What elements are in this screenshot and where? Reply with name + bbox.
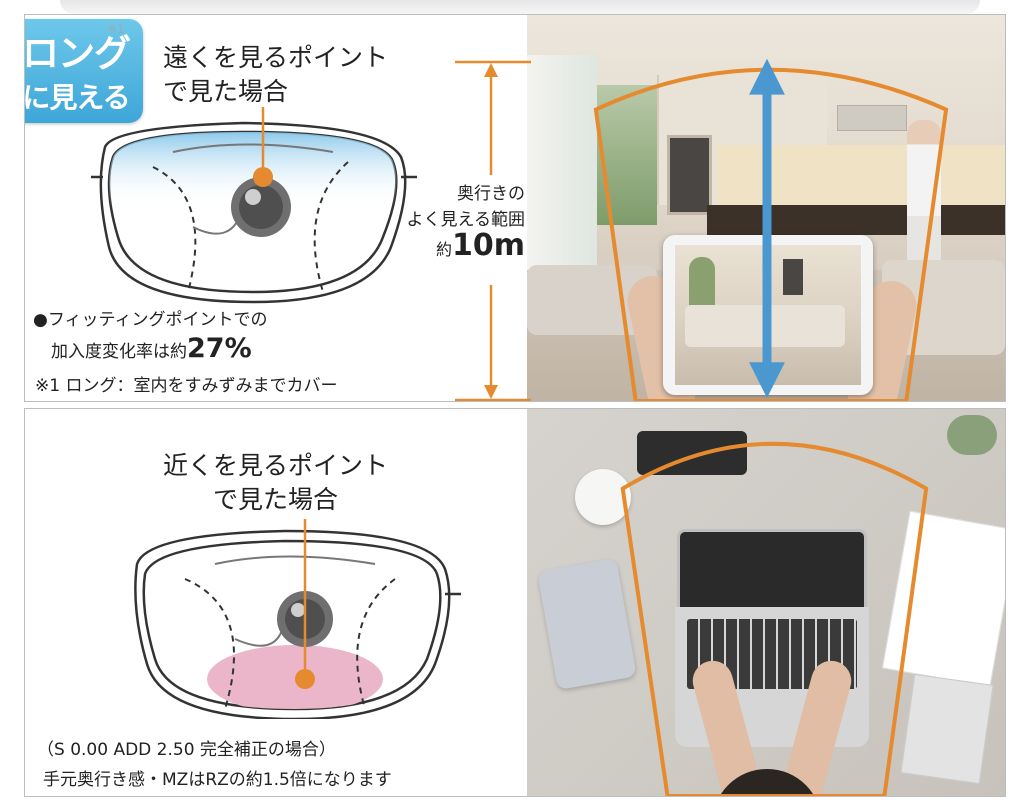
badge-line2: に見える bbox=[24, 81, 131, 114]
near-lens-diagram bbox=[134, 519, 461, 719]
comparison-note: 手元奥行き感・MZはRZの約1.5倍になります bbox=[43, 770, 392, 790]
fitting-line1: ●フィッティングポイントでの bbox=[33, 310, 268, 330]
near-view-panel: 近くを見るポイント で見た場合 （S 0.00 ADD 2.50 完全補正の場合… bbox=[24, 408, 1006, 797]
fitting-rate-value: 27% bbox=[187, 333, 252, 364]
range-indicator bbox=[455, 60, 531, 401]
depth-arrow-head-down bbox=[749, 362, 785, 399]
coffee-cup bbox=[575, 469, 631, 525]
far-title-line1: 遠くを見るポイント bbox=[163, 43, 389, 72]
depth-line2: よく見える範囲 bbox=[406, 210, 526, 230]
near-range-overlay bbox=[620, 441, 929, 796]
view-range-overlay bbox=[593, 58, 949, 401]
far-title-line2: で見た場合 bbox=[163, 77, 289, 106]
near-title-line1: 近くを見るポイント bbox=[163, 451, 389, 480]
far-fitting-point bbox=[253, 167, 273, 187]
fitting-line2: 加入度変化率は約27% bbox=[51, 333, 252, 364]
desk-laptop-photo bbox=[527, 409, 1005, 796]
badge-footnote-mark: ※1 bbox=[107, 22, 125, 36]
desk-clock bbox=[637, 431, 747, 475]
far-lens-diagram bbox=[91, 107, 417, 304]
depth-value: 10m bbox=[451, 228, 525, 263]
view-range-outline bbox=[593, 67, 949, 401]
near-title-line2: で見た場合 bbox=[213, 485, 339, 514]
depth-line1: 奥行きの bbox=[457, 184, 525, 204]
depth-value-row: 約10m bbox=[375, 231, 525, 263]
badge-line1: ロング bbox=[24, 32, 131, 75]
top-strip bbox=[60, 0, 980, 14]
far-view-panel: ※1 ロング に見える 遠くを見るポイント で見た場合 bbox=[24, 14, 1006, 402]
laptop-screen bbox=[677, 529, 867, 609]
far-view-title: 遠くを見るポイント で見た場合 bbox=[163, 41, 388, 109]
long-view-badge: ※1 ロング に見える bbox=[24, 19, 143, 123]
living-room-photo bbox=[527, 15, 1005, 401]
prescription-note: （S 0.00 ADD 2.50 完全補正の場合） bbox=[37, 740, 336, 760]
near-range-outline bbox=[620, 441, 929, 796]
depth-arrow-head-up bbox=[749, 58, 785, 95]
depth-prefix: 約 bbox=[435, 240, 452, 259]
near-view-title: 近くを見るポイント で見た場合 bbox=[163, 449, 388, 517]
depth-range-label: 奥行きの よく見える範囲 約10m bbox=[375, 181, 526, 263]
near-fitting-point bbox=[295, 669, 315, 689]
footnote: ※1 ロング：室内をすみずみまでカバー bbox=[35, 376, 338, 396]
fitting-prefix: 加入度変化率は約 bbox=[51, 342, 187, 362]
lens-outer-frame bbox=[99, 121, 407, 304]
